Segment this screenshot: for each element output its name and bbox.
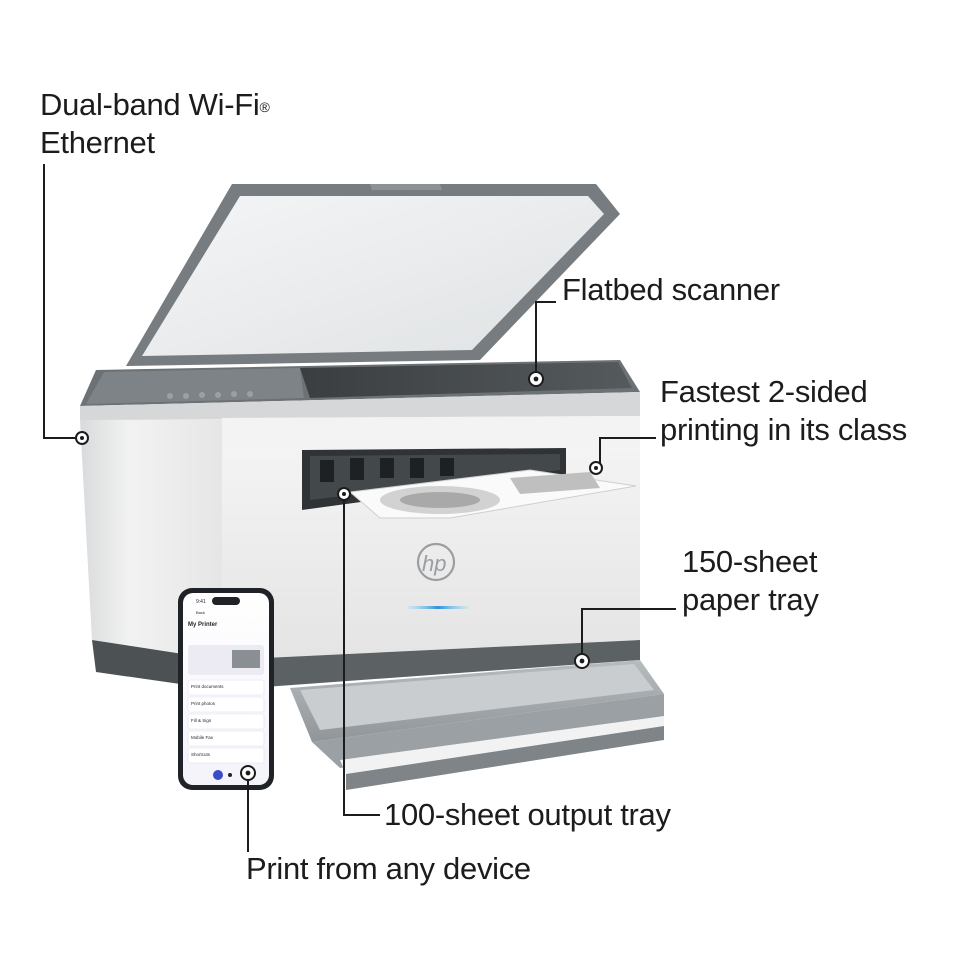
phone-menu-item: Shortcuts — [191, 752, 211, 757]
callout-wifi-line1: Dual-band Wi-Fi — [40, 87, 260, 122]
marker-duplex — [589, 461, 603, 475]
callout-wifi-line2: Ethernet — [40, 125, 155, 160]
phone-app-title: My Printer — [188, 622, 218, 628]
marker-paper-tray — [574, 653, 590, 669]
marker-output — [337, 487, 351, 501]
callout-paper-tray-line1: 150-sheet — [682, 544, 818, 579]
callout-paper-tray-line2: paper tray — [682, 582, 819, 617]
callout-markers — [75, 371, 603, 781]
marker-scanner — [528, 371, 544, 387]
callout-duplex-line2: printing in its class — [660, 412, 907, 447]
callout-output-tray: 100-sheet output tray — [384, 797, 671, 832]
callout-scanner: Flatbed scanner — [562, 272, 780, 307]
callout-mobile: Print from any device — [246, 851, 531, 886]
phone-time: 9:41 — [196, 599, 206, 605]
phone-back: Back — [196, 610, 205, 615]
phone-menu-item: Print documents — [191, 684, 224, 689]
phone-menu-item: Print photos — [191, 701, 216, 706]
phone-menu-item: Fill & Sign — [191, 718, 212, 723]
registered-mark: ® — [259, 99, 270, 115]
status-light — [408, 606, 468, 609]
phone-menu-item: Mobile Fax — [191, 735, 214, 740]
smartphone — [178, 588, 274, 790]
callout-wifi: Dual-band Wi-Fi® Ethernet — [40, 86, 270, 162]
paper-tray — [290, 660, 664, 790]
printed-page — [348, 469, 637, 519]
callout-duplex: Fastest 2-sided printing in its class — [660, 373, 907, 449]
scanner-lid — [126, 184, 620, 366]
hp-logo — [416, 542, 456, 582]
marker-mobile — [240, 765, 256, 781]
marker-wifi — [75, 431, 89, 445]
callout-paper-tray: 150-sheet paper tray — [682, 543, 819, 619]
printer-top-deck — [80, 360, 640, 420]
callout-duplex-line1: Fastest 2-sided — [660, 374, 868, 409]
callout-lines — [43, 164, 676, 852]
hp-logo-text: hp — [422, 551, 446, 576]
